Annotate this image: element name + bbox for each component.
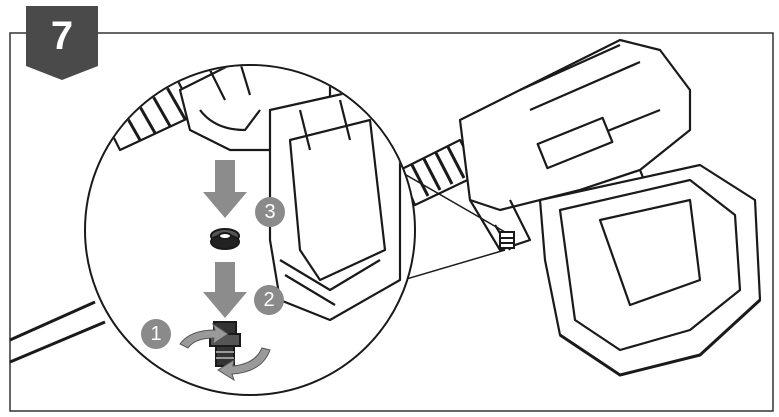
- washer-icon: [210, 228, 240, 250]
- step-frame: [9, 32, 774, 412]
- rotate-arrow-icon: [179, 322, 271, 382]
- callout-1: 1: [141, 319, 171, 349]
- down-arrow-icon: [203, 160, 247, 318]
- step-number: 7: [50, 14, 74, 58]
- callout-2: 2: [254, 285, 284, 315]
- valve-on-head-icon: [499, 231, 515, 249]
- check-valve-icon: [209, 321, 241, 367]
- drill-driver-icon: [398, 38, 762, 377]
- callout-3: 3: [255, 197, 285, 227]
- step-badge: 7: [26, 6, 98, 80]
- step-badge-shape: [26, 6, 98, 80]
- hose-line: [9, 300, 106, 364]
